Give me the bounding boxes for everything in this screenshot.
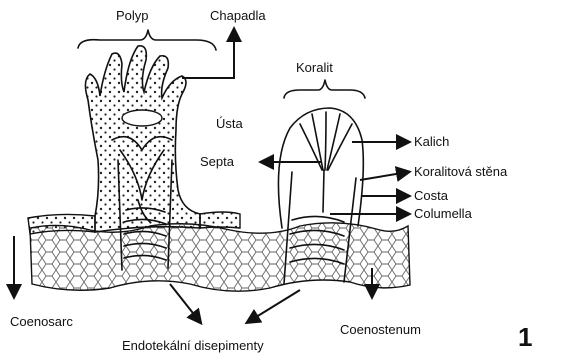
label-koralitova-stena: Koralitová stěna: [414, 164, 508, 179]
coenosteum-band: [30, 223, 410, 291]
label-costa: Costa: [414, 188, 449, 203]
figure-number: 1: [518, 322, 532, 352]
label-chapadla: Chapadla: [210, 8, 266, 23]
label-septa: Septa: [200, 154, 235, 169]
label-kalich: Kalich: [414, 134, 449, 149]
label-endotekalni-disepimenty: Endotekální disepimenty: [122, 338, 264, 353]
label-coenosarc: Coenosarc: [10, 314, 73, 329]
label-coenostenum: Coenostenum: [340, 322, 421, 337]
label-polyp: Polyp: [116, 8, 149, 23]
label-columella: Columella: [414, 206, 473, 221]
label-koralit: Koralit: [296, 60, 333, 75]
polyp-body: [85, 46, 200, 232]
label-usta: Ústa: [216, 116, 244, 131]
